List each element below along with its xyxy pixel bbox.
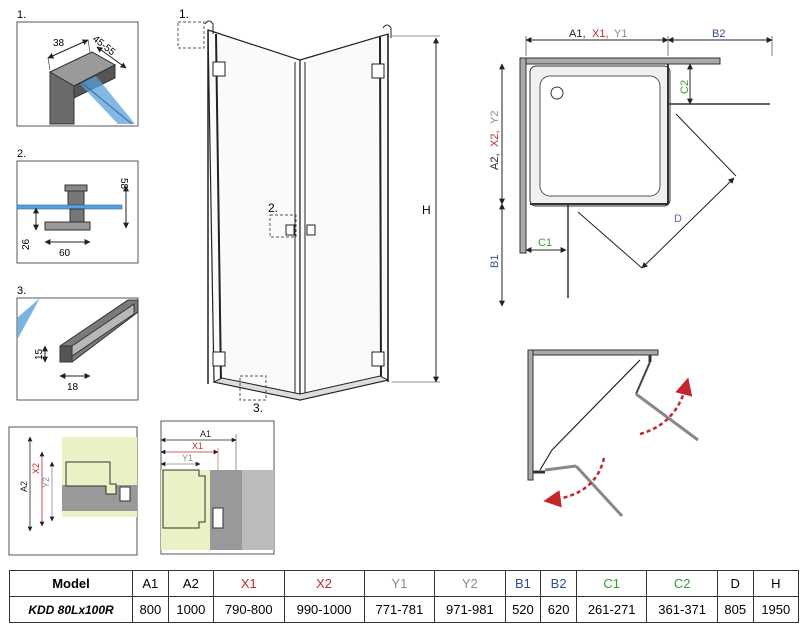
plan-view	[499, 36, 773, 307]
table-cell-y2: 971-981	[434, 596, 506, 623]
detail-2-dim-h: 58	[118, 178, 129, 190]
table-cell-a2: 1000	[167, 596, 215, 623]
detail-3-dim-h: 15	[34, 348, 45, 360]
profile-right-x: X1	[192, 441, 203, 451]
table-header-y2: Y2	[434, 570, 506, 597]
table-cell-model: KDD 80Lx100R	[9, 596, 133, 623]
plan-b2-label: B2	[712, 28, 725, 40]
callout-1: 1.	[179, 7, 189, 21]
profile-left-a: A2	[19, 481, 29, 492]
technical-drawing: 1. 38 45-55 2. 58 26 60 3.	[8, 7, 773, 556]
callout-3: 3.	[253, 401, 263, 415]
table-header-x2: X2	[283, 570, 365, 597]
profile-detail-right: A1 X1 Y1	[160, 420, 275, 555]
plan-x2-label: X2,	[489, 130, 501, 147]
callout-2: 2.	[268, 201, 278, 215]
detail-1-dim-a: 38	[53, 38, 65, 49]
table-header-a2: A2	[167, 570, 215, 597]
table-cell-b1: 520	[504, 596, 542, 623]
detail-2-dim-base: 26	[21, 238, 32, 250]
table-cell-c2: 361-371	[646, 596, 718, 623]
plan-y1-label: Y1	[614, 28, 627, 40]
height-label: H	[422, 203, 431, 217]
detail-1: 1. 38 45-55	[16, 9, 139, 127]
table-header-model: Model	[9, 570, 133, 597]
door-swing-diagram	[527, 349, 699, 518]
table-header-c1: C1	[575, 570, 648, 597]
profile-left-x: X2	[31, 463, 41, 474]
table-cell-x2: 990-1000	[283, 596, 365, 623]
detail-1-label: 1.	[17, 9, 26, 21]
table-cell-x1: 790-800	[213, 596, 285, 623]
table-cell-d: 805	[716, 596, 754, 623]
table-header-y1: Y1	[363, 570, 436, 597]
detail-3-dim-w: 18	[67, 382, 79, 393]
table-cell-h: 1950	[752, 596, 800, 623]
plan-d-label: D	[674, 213, 682, 225]
plan-x1-label: X1,	[592, 28, 609, 40]
plan-c2-label: C2	[679, 80, 691, 94]
table-header-b1: B1	[504, 570, 542, 597]
table-cell-c1: 261-271	[575, 596, 648, 623]
plan-a2-label: A2,	[489, 153, 501, 170]
table-header-h: H	[752, 570, 800, 597]
profile-left-y: Y2	[41, 477, 51, 488]
detail-2-label: 2.	[17, 148, 26, 160]
plan-a1-label: A1,	[569, 28, 586, 40]
table-cell-b2: 620	[540, 596, 577, 623]
detail-2-dim-w: 60	[59, 248, 71, 259]
table-header-c2: C2	[646, 570, 718, 597]
profile-right-a: A1	[200, 429, 211, 439]
table-cell-a1: 800	[132, 596, 169, 623]
plan-y2-label: Y2	[489, 111, 501, 124]
table-header-x1: X1	[213, 570, 285, 597]
table-header-b2: B2	[540, 570, 577, 597]
table-cell-y1: 771-781	[363, 596, 436, 623]
profile-detail-left: A2 X2 Y2	[8, 426, 138, 556]
table-header-a1: A1	[132, 570, 169, 597]
profile-right-y: Y1	[182, 453, 193, 463]
shower-perspective	[177, 20, 440, 401]
plan-b1-label: B1	[489, 255, 501, 268]
detail-3: 3. 15 18	[16, 285, 139, 401]
detail-3-label: 3.	[17, 285, 26, 297]
plan-c1-label: C1	[538, 237, 552, 249]
detail-2: 2. 58 26 60	[16, 148, 139, 264]
table-header-d: D	[716, 570, 754, 597]
